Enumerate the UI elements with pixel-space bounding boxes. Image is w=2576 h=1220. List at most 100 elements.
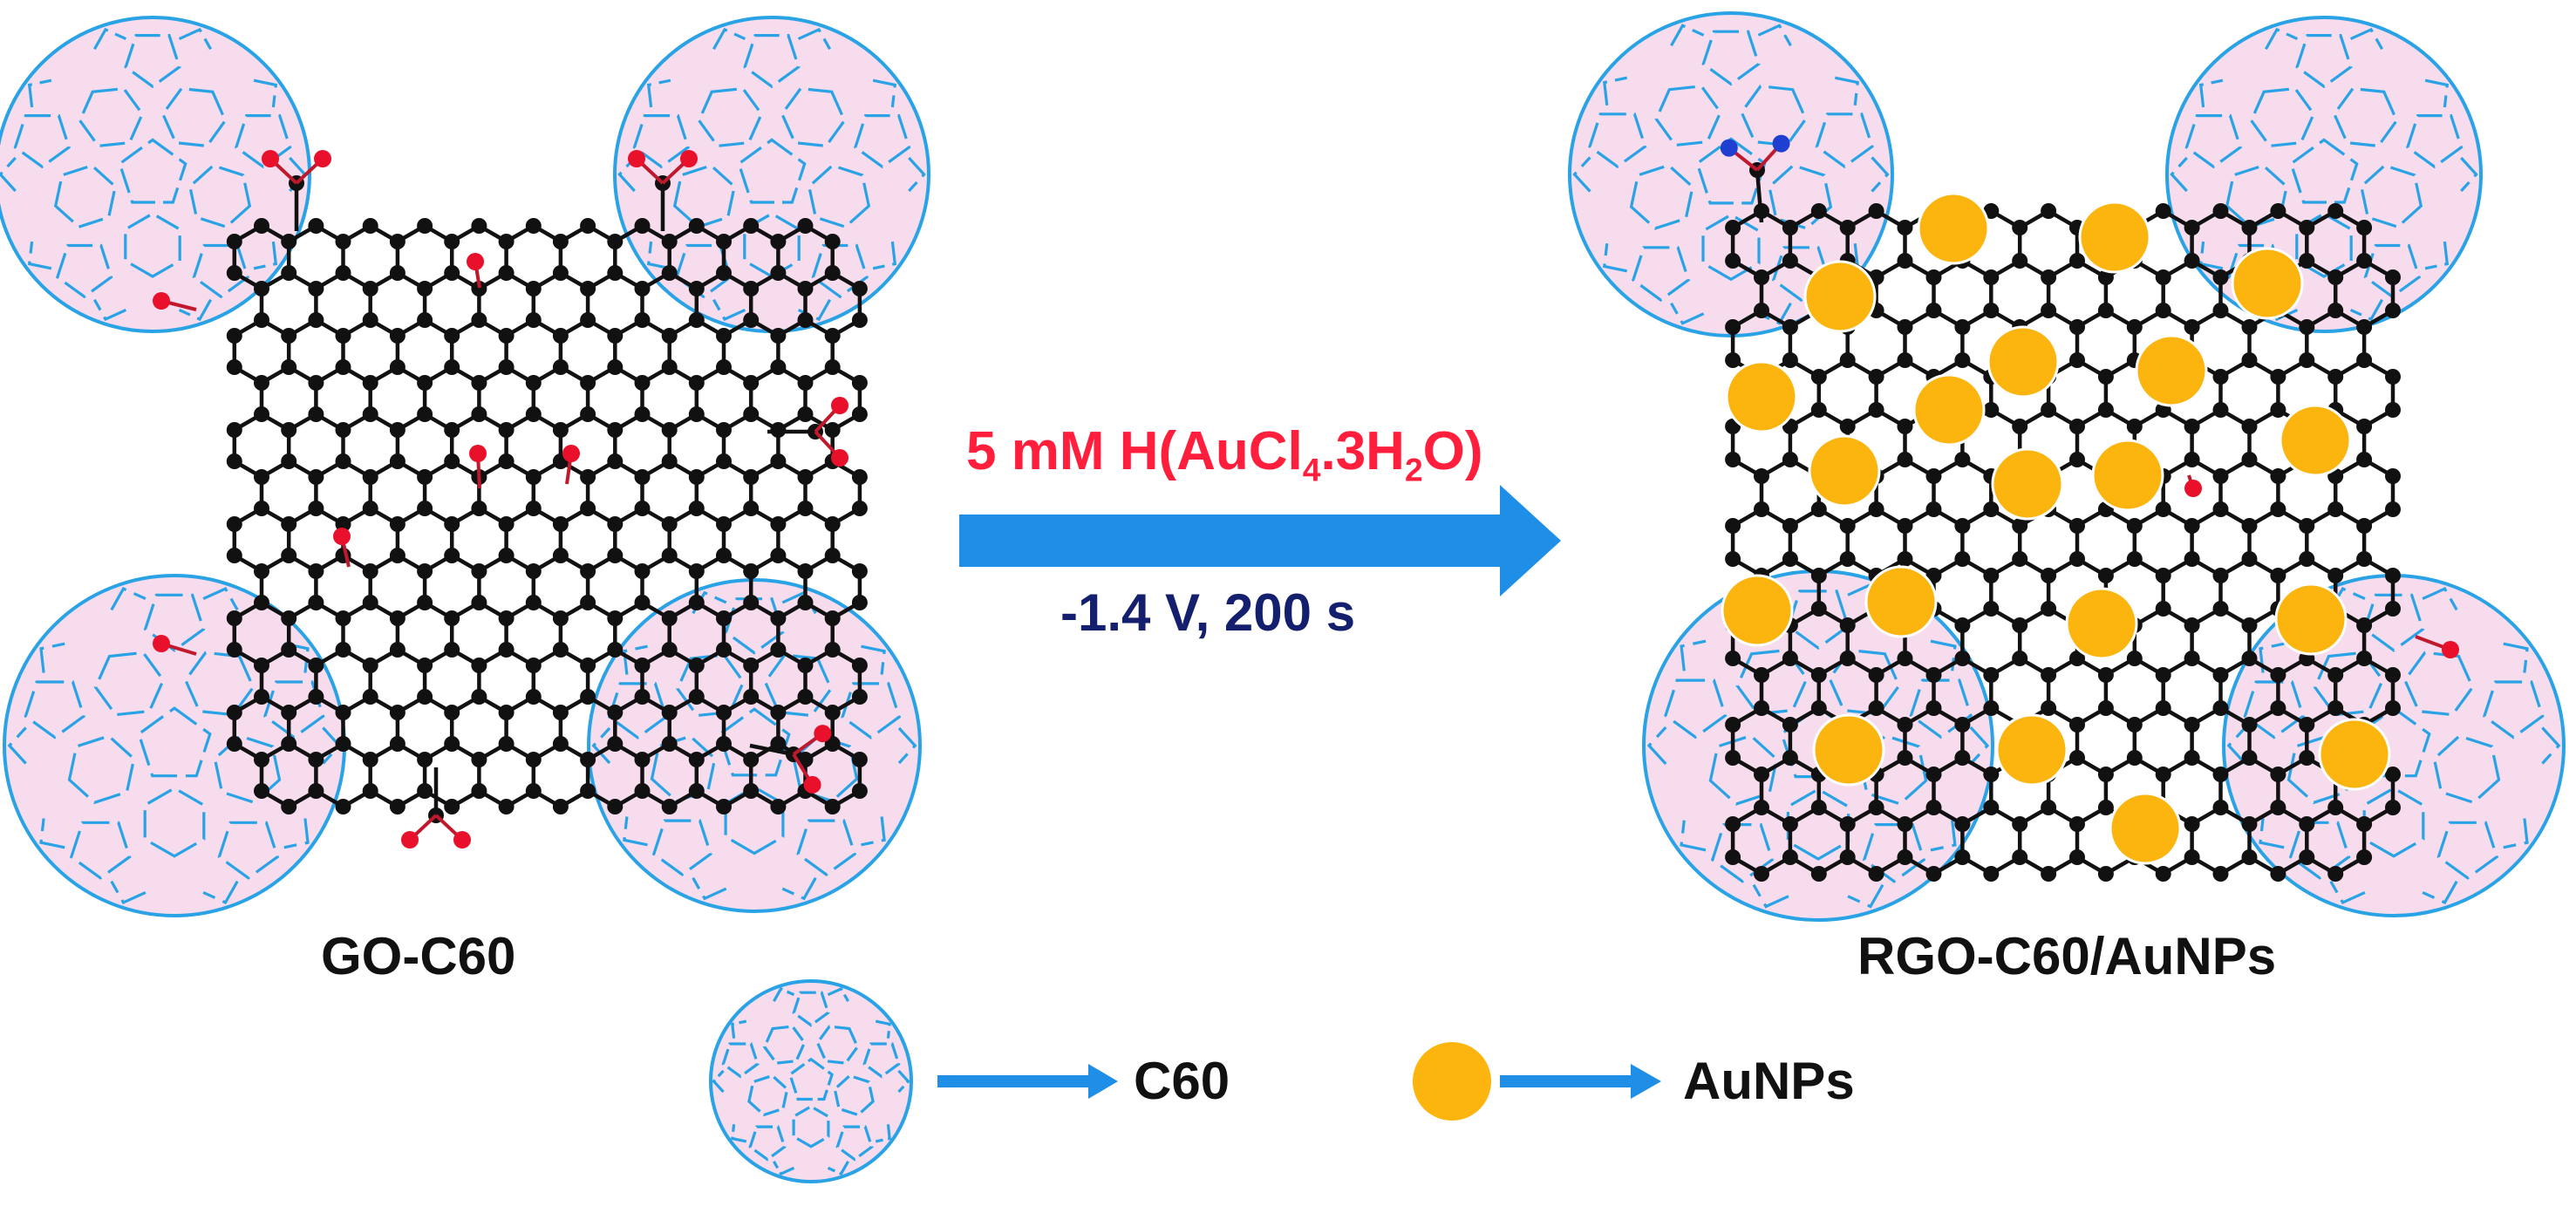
fullerene-edge xyxy=(861,644,886,675)
carbon-atom xyxy=(2126,419,2143,434)
carbon-atom xyxy=(797,218,814,234)
carbon-atom xyxy=(716,328,732,344)
carbon-atom xyxy=(1782,849,1798,865)
carbon-atom xyxy=(688,281,705,296)
carbon-atom xyxy=(2069,750,2085,766)
carbon-atom xyxy=(2212,303,2229,318)
carbon-atom xyxy=(308,406,324,422)
fullerene-edge xyxy=(646,241,671,270)
fullerene-face xyxy=(2243,680,2305,739)
fullerene-edge xyxy=(2329,880,2366,904)
fullerene-face xyxy=(24,680,85,739)
carbon-atom xyxy=(1925,800,1942,815)
carbon-atom xyxy=(580,595,596,610)
carbon-atom xyxy=(552,799,569,814)
carbon-atom xyxy=(2069,352,2085,368)
carbon-atom xyxy=(580,563,596,579)
epoxy-oxygen xyxy=(153,292,170,310)
fullerene-edge xyxy=(875,1019,891,1039)
carbon-atom xyxy=(2184,849,2200,865)
carbon-atom xyxy=(389,234,405,249)
carbon-atom xyxy=(824,234,841,249)
gold-nanoparticle-icon xyxy=(2135,334,2208,407)
carbon-atom xyxy=(824,359,841,375)
carbon-atom xyxy=(1810,501,1827,517)
carbon-atom xyxy=(1725,518,1741,534)
carbon-atom xyxy=(444,265,460,281)
fullerene-edge xyxy=(110,587,147,611)
carbon-atom xyxy=(471,689,487,705)
carbon-atom xyxy=(525,563,542,579)
oxygen-atom xyxy=(1720,139,1738,157)
carbon-atom xyxy=(417,281,433,296)
carbon-atom xyxy=(2241,617,2258,633)
fullerene-edge xyxy=(731,1019,747,1039)
carbon-atom xyxy=(1897,518,1913,534)
carbon-atom xyxy=(661,359,678,375)
carbon-atom xyxy=(770,234,787,249)
fullerene-edge xyxy=(797,27,831,51)
carbon-atom xyxy=(1754,501,1769,517)
carbon-atom xyxy=(2356,849,2373,865)
carbon-atom xyxy=(2270,667,2286,683)
oxygen-atom xyxy=(831,449,848,467)
carbon-atom xyxy=(362,375,378,391)
carbon-atom xyxy=(607,642,624,658)
fullerene-edge xyxy=(623,816,648,847)
carbon-atom xyxy=(2097,700,2114,716)
reaction-arrow-icon xyxy=(959,485,1561,596)
fullerene-edge xyxy=(908,156,926,193)
carbon-atom xyxy=(851,563,868,579)
fullerene-icon xyxy=(1568,11,1894,337)
fullerene-face xyxy=(1701,213,1761,282)
carbon-atom xyxy=(525,501,542,516)
fullerene-edge xyxy=(712,1069,725,1094)
carbon-atom xyxy=(525,469,542,485)
fullerene-face xyxy=(2406,114,2464,169)
fullerene-shell xyxy=(613,16,930,333)
carbon-atom xyxy=(851,783,868,799)
carbon-atom xyxy=(2241,319,2258,335)
fullerene-face xyxy=(118,138,187,204)
carbon-atom xyxy=(716,642,732,658)
carbon-atom xyxy=(607,799,624,814)
carbon-atom xyxy=(1754,866,1769,882)
fullerene-face xyxy=(69,821,132,880)
carbon-atom xyxy=(1725,220,1741,235)
carbon-atom xyxy=(2299,518,2315,534)
epoxy-oxygen xyxy=(153,635,170,652)
fullerene-edge xyxy=(178,298,212,322)
carbon-atom xyxy=(634,406,651,422)
carbon-atom xyxy=(2327,501,2344,517)
oxygen-atom xyxy=(262,150,279,167)
gold-nanoparticle-icon xyxy=(2279,404,2352,477)
gold-nanoparticle-icon xyxy=(1864,565,1938,638)
carbon-atom xyxy=(1897,220,1913,235)
carbon-atom xyxy=(2270,767,2286,782)
fullerene-face xyxy=(263,680,325,739)
carbon-atom xyxy=(335,265,351,281)
carbon-atom xyxy=(1897,253,1913,269)
fullerene-face xyxy=(93,651,166,717)
carbon-atom xyxy=(743,406,760,422)
carbon-atom xyxy=(471,783,487,799)
carbon-atom xyxy=(634,218,651,234)
carbon-atom xyxy=(226,422,242,438)
carbon-atom xyxy=(2097,767,2114,782)
carbon-atom xyxy=(2270,501,2286,517)
carbon-atom xyxy=(1954,617,1971,633)
hydroxyl-oxygen xyxy=(562,445,580,462)
carbon-atom xyxy=(580,501,596,516)
carbon-atom xyxy=(1725,319,1741,335)
carbon-atom xyxy=(362,218,378,234)
gold-nanoparticle-icon xyxy=(1413,1042,1491,1121)
carbon-atom xyxy=(2184,419,2200,434)
carbon-atom xyxy=(2155,203,2171,219)
carbon-atom xyxy=(417,501,433,516)
carbon-atom xyxy=(362,501,378,516)
carbon-atom xyxy=(2069,319,2085,335)
carbon-atom xyxy=(444,422,460,438)
carbon-atom xyxy=(1868,369,1884,385)
fullerene-face xyxy=(1857,733,1928,806)
carbon-atom xyxy=(2155,866,2171,882)
